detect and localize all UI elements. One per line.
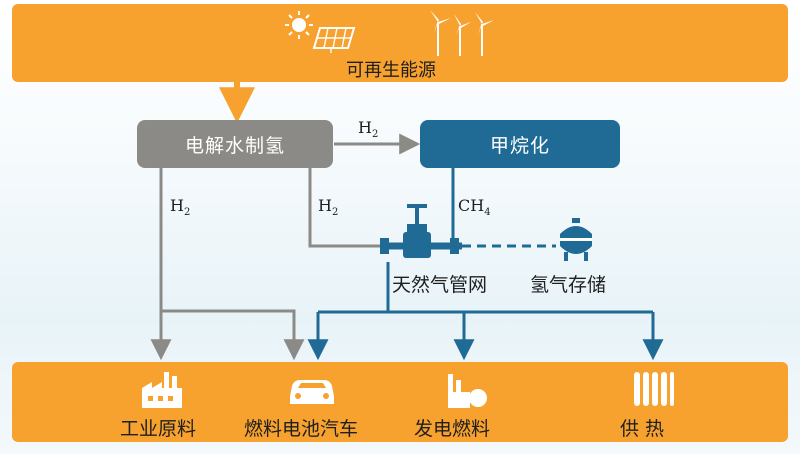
h2-label-left: H2	[170, 196, 191, 219]
gas-grid-label: 天然气管网	[392, 274, 488, 296]
h2-label-top: H2	[358, 118, 379, 141]
ch4-label: CH4	[458, 196, 491, 219]
valve-icon	[403, 204, 431, 258]
pipe-flange-right	[450, 238, 459, 254]
h2-storage-label: 氢气存储	[530, 274, 607, 296]
pipe-flange-left	[380, 238, 389, 254]
power-plant-icon	[448, 374, 487, 408]
h2-to-car-arrow	[161, 309, 305, 361]
car-icon	[290, 380, 334, 404]
solar-panel-icon	[312, 27, 356, 53]
fuel-cell-car-label: 燃料电池汽车	[244, 418, 359, 440]
renewable-energy-label: 可再生能源	[346, 60, 436, 81]
heating-label: 供 热	[620, 418, 665, 440]
h2-label-middle: H2	[318, 196, 339, 219]
industrial-feedstock-label: 工业原料	[120, 418, 197, 440]
storage-tank-icon	[560, 218, 592, 261]
h2-to-gas-grid-line	[308, 168, 386, 248]
methanation-box: 甲烷化	[420, 120, 620, 168]
end-use-band	[12, 362, 788, 442]
wind-turbine-icon	[430, 10, 494, 56]
electrolysis-box: 电解水制氢	[137, 120, 333, 168]
factory-icon	[142, 372, 182, 408]
sun-icon	[285, 11, 313, 39]
renewable-energy-band	[12, 4, 788, 82]
radiator-icon	[634, 372, 674, 406]
power-fuel-label: 发电燃料	[414, 418, 491, 440]
